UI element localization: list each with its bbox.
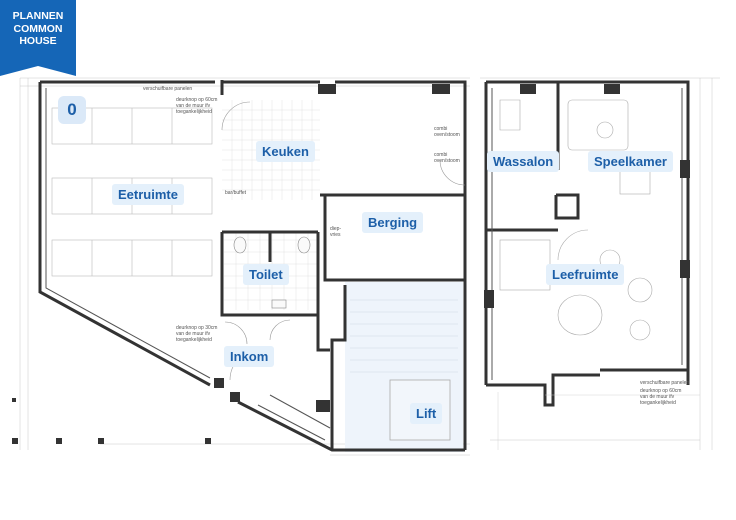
- note-deurknop-mid: deurknop op 30cm van de muur ifv toegank…: [176, 325, 218, 343]
- room-label-speelkamer: Speelkamer: [588, 151, 673, 172]
- room-label-wassalon: Wassalon: [487, 151, 560, 172]
- exterior-markers: [12, 398, 211, 444]
- right-wall-inner-lines: [491, 88, 683, 380]
- note-combi-2: combi oven/stoom: [434, 152, 460, 164]
- badge-background: [0, 0, 76, 76]
- room-label-lift: Lift: [410, 403, 443, 424]
- badge-title: PLANNEN COMMON HOUSE: [0, 10, 76, 48]
- toilet-fixtures: [233, 236, 311, 309]
- room-label-keuken: Keuken: [256, 141, 315, 162]
- badge-line-3: HOUSE: [19, 35, 57, 47]
- note-barbuffet: bar/buffet: [225, 190, 247, 196]
- right-wall-columns: [484, 84, 690, 308]
- room-label-eetruimte: Eetruimte: [112, 184, 184, 205]
- note-diepvries: diep-vries: [330, 226, 342, 238]
- stair-treads: [350, 299, 458, 373]
- playroom-furniture: [499, 99, 653, 341]
- room-label-berging: Berging: [362, 212, 424, 233]
- note-deurknop-top: deurknop op 60cm van de muur ifv toegank…: [176, 97, 218, 115]
- note-deurknop-right: deurknop op 60cm van de muur ifv toegank…: [640, 388, 682, 406]
- room-label-toilet: Toilet: [243, 264, 289, 285]
- right-building-walls: [484, 80, 690, 407]
- wall-columns: [214, 84, 450, 412]
- note-combi-1: combi oven/stoom: [434, 126, 460, 138]
- floor-level-badge: 0: [58, 96, 86, 124]
- dining-tables: [51, 107, 213, 277]
- note-panelen-right: verschuifbare panelen: [640, 380, 690, 386]
- badge-line-2: COMMON: [13, 22, 63, 35]
- dimension-lines: [19, 77, 720, 456]
- room-label-inkom: Inkom: [224, 346, 275, 367]
- left-building-walls: [38, 80, 467, 452]
- right-lower-dimension: [497, 392, 700, 450]
- note-panelen-top: verschuifbare panelen: [143, 86, 193, 92]
- wall-inner-lines: [45, 88, 331, 441]
- brand-badge: PLANNEN COMMON HOUSE: [0, 0, 76, 76]
- badge-line-1: PLANNEN: [12, 10, 64, 22]
- room-label-leefruimte: Leefruimte: [546, 264, 625, 285]
